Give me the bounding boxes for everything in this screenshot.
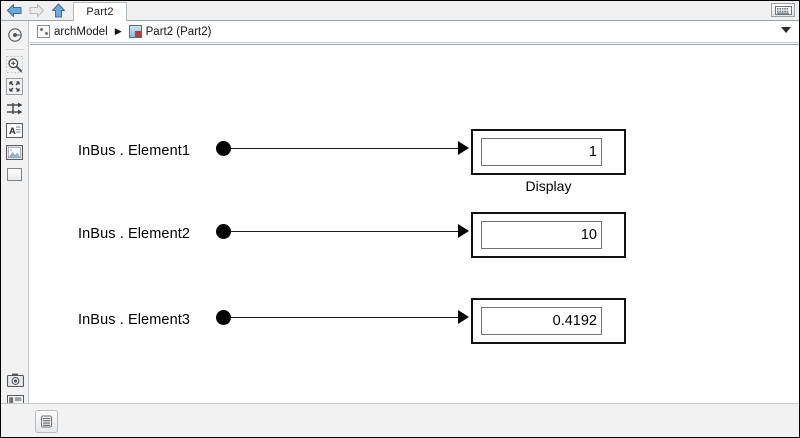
breadcrumb-item-archmodel[interactable]: archModel [54,25,108,38]
back-button[interactable] [4,2,24,20]
model-icon [37,25,50,38]
tab-bar: Part2 [1,1,799,21]
display-value-3: 0.4192 [481,307,602,335]
signal-line-1[interactable] [230,148,461,149]
display-value-1: 1 [481,138,602,166]
svg-text:A: A [9,126,16,137]
area-icon[interactable] [4,163,26,185]
sidebar-top-group [1,21,28,46]
display-block-1[interactable]: 1 [471,129,626,175]
model-layers-icon[interactable] [35,410,58,433]
sidebar-tools-group: A [1,53,28,185]
chevron-down-icon[interactable] [781,27,791,33]
breadcrumb-bar: archModel ▶ Part2 (Part2) [1,21,799,43]
signal-arrow-2 [458,224,469,238]
signal-label-element2[interactable]: InBus . Element2 [78,226,191,242]
display-caption-1: Display [525,178,572,194]
subsystem-icon [128,25,142,38]
signal-arrow-1 [458,141,469,155]
annotation-icon[interactable]: A [4,119,26,141]
signal-label-element1[interactable]: InBus . Element1 [78,143,191,159]
breadcrumb-separator: ▶ [114,26,122,36]
keyboard-shortcuts-button[interactable] [771,3,795,17]
area-box [7,167,22,181]
display-block-2[interactable]: 10 [471,212,626,258]
display-block-3[interactable]: 0.4192 [471,298,626,344]
signal-label-element3[interactable]: InBus . Element3 [78,312,191,328]
navigation-buttons [1,1,68,21]
output-port-element2[interactable] [216,224,231,239]
signal-line-3[interactable] [230,317,461,318]
output-port-element1[interactable] [216,141,231,156]
tab-strip: Part2 [73,1,127,21]
breadcrumb: archModel ▶ Part2 (Part2) [37,25,211,38]
signal-arrow-3 [458,310,469,324]
image-icon[interactable] [4,141,26,163]
sidebar-divider [5,49,24,50]
signal-line-2[interactable] [230,231,461,232]
status-bar [1,403,799,437]
left-toolbar: A [1,21,29,437]
zoom-in-icon[interactable] [4,53,26,75]
camera-icon[interactable] [4,369,26,391]
forward-button[interactable] [26,2,46,20]
tab-part2[interactable]: Part2 [73,2,127,21]
model-canvas[interactable]: InBus . Element1 1 Display InBus . Eleme… [30,44,799,405]
breadcrumb-item-part2[interactable]: Part2 (Part2) [145,25,212,38]
output-port-element3[interactable] [216,310,231,325]
display-value-2: 10 [481,221,602,249]
signal-routing-icon[interactable] [4,97,26,119]
up-to-parent-button[interactable] [48,2,68,20]
fit-to-view-icon[interactable] [4,75,26,97]
navigate-icon[interactable] [4,24,26,46]
